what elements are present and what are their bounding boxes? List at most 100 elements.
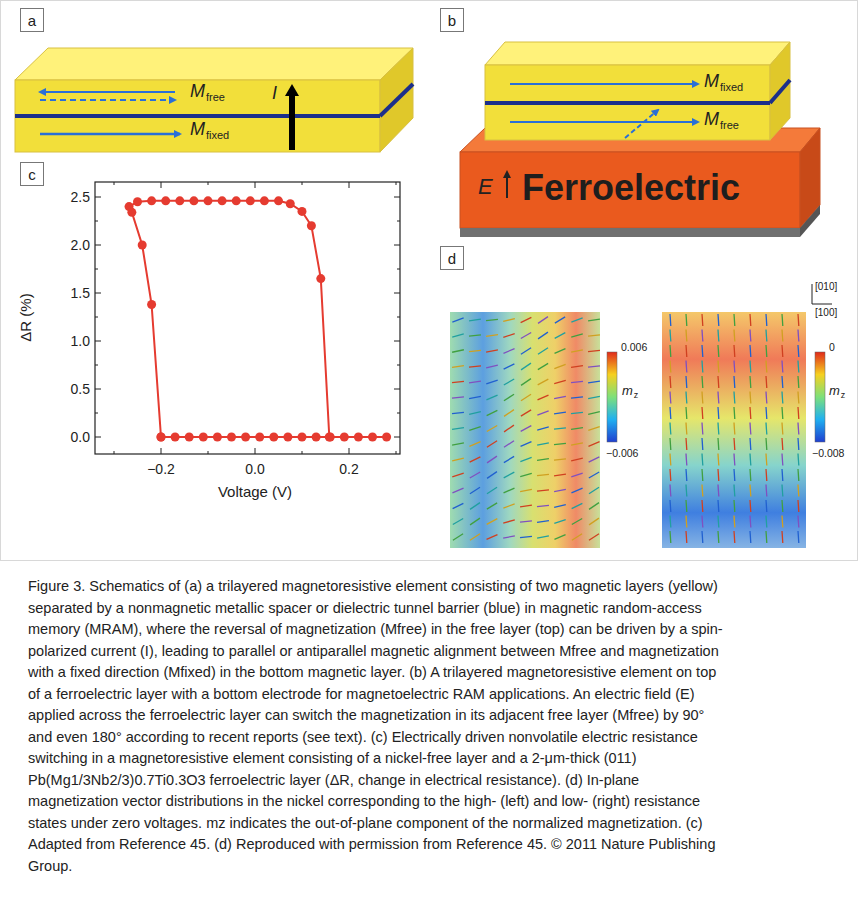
- vector-stroke: [504, 441, 514, 448]
- panel-label: d: [440, 246, 464, 270]
- vector-stroke: [452, 428, 464, 430]
- vector-stroke: [701, 531, 703, 543]
- x-tick: [255, 448, 256, 454]
- vector-stroke: [555, 317, 565, 323]
- vector-stroke: [520, 521, 532, 522]
- y-tick: [397, 221, 400, 222]
- vector-stroke: [733, 438, 735, 450]
- vector-stroke: [469, 366, 481, 367]
- vector-stroke: [487, 519, 498, 525]
- vector-stroke: [452, 318, 463, 322]
- vector-stroke: [749, 361, 751, 373]
- symbol-label: M: [190, 120, 205, 138]
- y-tick: [397, 413, 400, 414]
- data-point: [213, 433, 222, 442]
- vector-stroke: [797, 423, 799, 435]
- vector-stroke: [469, 350, 481, 351]
- vector-stroke: [669, 376, 671, 388]
- y-tick: [394, 389, 400, 390]
- vector-stroke: [701, 361, 703, 373]
- vector-stroke: [717, 345, 719, 357]
- vector-stroke: [781, 423, 783, 435]
- vector-stroke: [588, 442, 599, 447]
- vector-stroke: [685, 454, 687, 466]
- vector-stroke: [571, 428, 583, 430]
- vector-stroke: [797, 438, 799, 450]
- vector-stroke: [504, 364, 515, 369]
- data-point: [274, 196, 283, 205]
- vector-stroke: [537, 427, 549, 430]
- y-tick: [95, 293, 101, 294]
- vector-stroke: [749, 438, 751, 450]
- vector-stroke: [797, 314, 799, 326]
- vector-stroke: [669, 438, 671, 450]
- x-tick: [302, 451, 303, 454]
- vector-stroke: [765, 438, 767, 450]
- vector-stroke: [749, 314, 751, 326]
- vector-stroke: [452, 366, 464, 368]
- data-point: [368, 433, 377, 442]
- vector-stroke: [781, 485, 783, 497]
- vector-stroke: [589, 534, 599, 541]
- vector-stroke: [554, 489, 566, 491]
- vector-stroke: [469, 381, 481, 383]
- loop-curve: [129, 201, 387, 437]
- vector-stroke: [504, 394, 514, 400]
- panel-label: b: [440, 8, 464, 32]
- vector-stroke: [669, 454, 671, 466]
- vector-stroke: [453, 534, 463, 540]
- vector-stroke: [669, 500, 671, 512]
- vector-stroke: [452, 334, 464, 337]
- vector-stroke: [588, 366, 600, 367]
- y-tick: [95, 437, 101, 438]
- x-tick: [114, 451, 115, 454]
- vector-stroke: [503, 504, 514, 508]
- vector-stroke: [571, 334, 583, 337]
- vector-stroke: [765, 423, 767, 435]
- vector-stroke: [537, 505, 549, 506]
- vector-stroke: [717, 330, 719, 342]
- y-tick: [95, 317, 98, 318]
- y-tick: [397, 269, 400, 270]
- vector-stroke: [487, 472, 497, 479]
- vector-stroke: [521, 394, 531, 401]
- vector-stroke: [781, 500, 783, 512]
- x-tick: [396, 451, 397, 454]
- vector-stroke: [781, 454, 783, 466]
- trilayer-a: [15, 48, 413, 152]
- vector-stroke: [520, 505, 532, 507]
- data-point: [307, 221, 316, 230]
- vector-stroke: [733, 454, 735, 466]
- vector-stroke: [504, 488, 515, 493]
- subscript: fixed: [720, 82, 743, 93]
- vector-stroke: [589, 472, 599, 478]
- vector-stroke: [765, 361, 767, 373]
- axis-label: 0.006: [621, 342, 647, 353]
- data-point: [316, 274, 325, 283]
- vector-stroke: [685, 500, 687, 512]
- vector-stroke: [554, 520, 565, 524]
- vector-stroke: [781, 469, 783, 481]
- data-point: [138, 241, 147, 250]
- vector-stroke: [797, 345, 799, 357]
- vector-stroke: [487, 456, 497, 463]
- vector-stroke: [797, 469, 799, 481]
- vector-stroke: [452, 488, 463, 493]
- data-point: [340, 433, 349, 442]
- y-tick: [394, 437, 400, 438]
- vector-stroke: [537, 443, 549, 445]
- vector-stroke: [781, 516, 783, 528]
- vector-stroke: [486, 350, 498, 352]
- panel-label: a: [20, 8, 44, 32]
- vector-stroke: [685, 531, 687, 543]
- data-point: [298, 207, 307, 216]
- vector-stroke: [571, 350, 583, 352]
- vector-stroke: [701, 438, 703, 450]
- vector-stroke: [685, 392, 687, 404]
- data-point: [218, 196, 227, 205]
- vector-maps: [450, 284, 832, 548]
- vector-stroke: [521, 426, 532, 432]
- vector-stroke: [765, 330, 767, 342]
- data-point: [147, 196, 156, 205]
- axis-label: ΔR (%): [18, 268, 33, 368]
